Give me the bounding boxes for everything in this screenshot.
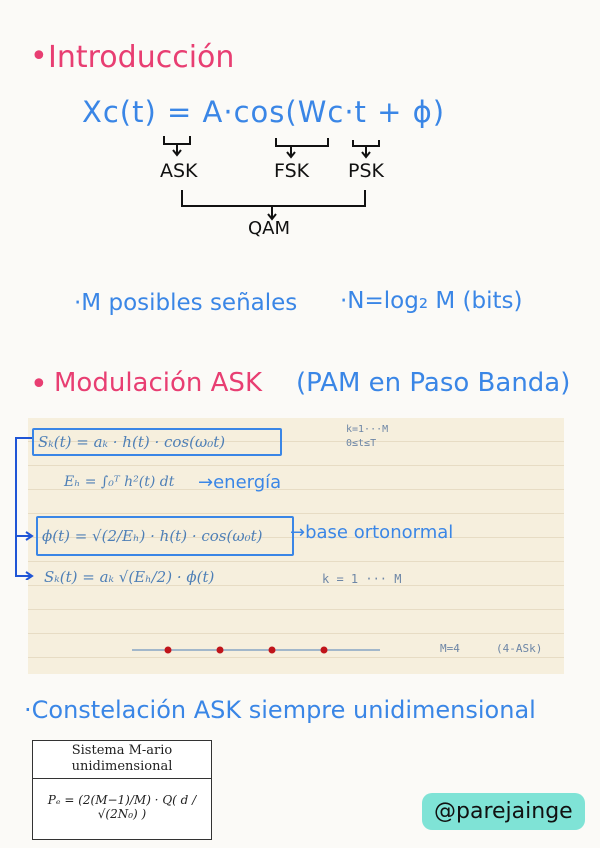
lined-paper-note: Sₖ(t) = aₖ · h(t) · cos(ω₀t) k=1···M 0≤t… xyxy=(28,418,564,674)
ask-constellation xyxy=(132,646,380,654)
bullet: • xyxy=(30,367,48,402)
formula-card-title-line2: unidimensional xyxy=(71,759,173,774)
constellation-point xyxy=(320,646,328,654)
section-title-modulacion: Modulación ASK xyxy=(54,368,262,398)
label-psk: PSK xyxy=(348,160,384,182)
constellation-point xyxy=(164,646,172,654)
constellation-point xyxy=(216,646,224,654)
section-title-introduccion: Introducción xyxy=(48,40,235,75)
label-qam: QAM xyxy=(248,218,291,239)
energy-equation: Eₕ = ∫₀ᵀ h²(t) dt xyxy=(64,474,175,490)
constellation-note: ·Constelación ASK siempre unidimensional xyxy=(24,696,536,724)
signal-in-basis-equation: Sₖ(t) = aₖ √(Eₕ/2) · ϕ(t) xyxy=(44,568,215,586)
condition-k: k=1···M xyxy=(346,424,389,435)
section-subtitle-pam: (PAM en Paso Banda) xyxy=(296,368,571,398)
bullet: • xyxy=(30,39,48,74)
condition-t: 0≤t≤T xyxy=(346,438,377,449)
basis-equation-box: ϕ(t) = √(2/Eₕ) · h(t) · cos(ω₀t) xyxy=(36,516,294,556)
note-m-signals: ·M posibles señales xyxy=(74,290,298,316)
constellation-point xyxy=(268,646,276,654)
equation-brackets xyxy=(163,136,380,221)
error-probability-formula: Pₑ = (2(M−1)/M) · Q( d / √(2N₀) ) xyxy=(47,793,197,821)
ask-4-label: (4-ASk) xyxy=(496,642,543,655)
constellation-text: Constelación ASK siempre unidimensional xyxy=(31,696,536,724)
energy-label: →energía xyxy=(198,472,282,493)
m-equals-4: M=4 xyxy=(440,642,460,655)
basis-label: →base ortonormal xyxy=(290,522,454,543)
formula-card-title-line1: Sistema M-ario xyxy=(71,743,173,758)
label-ask: ASK xyxy=(160,160,198,182)
signal-equation-box: Sₖ(t) = aₖ · h(t) · cos(ω₀t) xyxy=(32,428,282,456)
bullet: · xyxy=(24,696,32,724)
equation-connector xyxy=(15,437,34,580)
author-handle: @parejainge xyxy=(422,793,585,830)
label-fsk: FSK xyxy=(274,160,310,182)
formula-card: Sistema M-ario unidimensional Pₑ = (2(M−… xyxy=(32,740,212,840)
note-n-bits: ·N=log₂ M (bits) xyxy=(340,288,523,314)
k-range: k = 1 ··· M xyxy=(322,572,402,586)
carrier-equation: Xc(t) = A·cos(Wc·t + ϕ) xyxy=(82,95,446,129)
